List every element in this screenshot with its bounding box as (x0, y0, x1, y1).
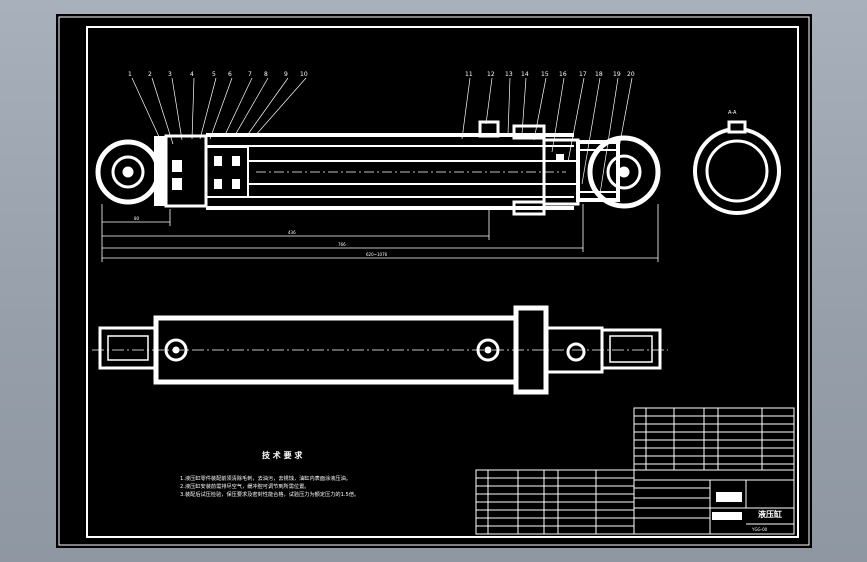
cad-viewport[interactable]: 1 2 3 4 5 6 7 8 9 10 11 12 13 14 15 16 1… (56, 14, 812, 548)
balloon-numbers: 1 2 3 4 5 6 7 8 9 10 11 12 13 14 15 16 1… (128, 71, 635, 78)
parts-list-lower (475, 469, 795, 535)
balloon-1: 1 (128, 71, 132, 78)
dimension-436: 436 (288, 230, 296, 235)
note-2: 2.液压缸安装前需排尽空气，缓冲腔可调节到所需位置。 (180, 482, 309, 490)
inner-frame (86, 26, 799, 538)
balloon-9: 9 (284, 71, 288, 78)
section-view (693, 120, 781, 215)
drawing-canvas: 1 2 3 4 5 6 7 8 9 10 11 12 13 14 15 16 1… (58, 16, 810, 546)
balloon-11: 11 (465, 71, 473, 78)
balloon-17: 17 (579, 71, 587, 78)
balloon-16: 16 (559, 71, 567, 78)
leader-lines (131, 77, 633, 195)
balloon-4: 4 (190, 71, 194, 78)
parts-list-upper (633, 407, 795, 471)
balloon-18: 18 (595, 71, 603, 78)
note-3: 3.装配后试压检验，保压要求及密封性能合格，试验压力为额定压力的1.5倍。 (180, 490, 359, 498)
dimension-766: 766 (338, 242, 346, 247)
drawing-name: 液压缸 (758, 509, 782, 519)
balloon-20: 20 (627, 71, 635, 78)
note-1: 1.液压缸零件装配前须清除毛刺，去油污，去锈蚀，油缸内表面涂液压油。 (180, 474, 351, 482)
dimension-stroke-range: 620~1076 (366, 252, 388, 257)
balloon-19: 19 (613, 71, 621, 78)
technical-notes: 技 术 要 求 1.液压缸零件装配前须清除毛刺，去油污，去锈蚀，油缸内表面涂液压… (180, 450, 359, 498)
dimension-80: 80 (134, 216, 140, 221)
dimension-texts: 80 436 766 620~1076 (134, 216, 388, 257)
balloon-5: 5 (212, 71, 216, 78)
balloon-8: 8 (264, 71, 268, 78)
title-block-texts: 液压缸 YGG-00 (751, 509, 782, 532)
rod-detail-view (92, 305, 668, 395)
balloon-14: 14 (521, 71, 529, 78)
balloon-2: 2 (148, 71, 152, 78)
balloon-15: 15 (541, 71, 549, 78)
balloon-13: 13 (505, 71, 513, 78)
balloon-7: 7 (248, 71, 252, 78)
outer-border (58, 16, 810, 546)
balloon-12: 12 (487, 71, 495, 78)
cylinder-front-view (95, 120, 661, 216)
balloon-10: 10 (300, 71, 308, 78)
notes-title: 技 术 要 求 (262, 450, 303, 460)
balloon-6: 6 (228, 71, 232, 78)
dimension-lines (101, 204, 659, 262)
balloon-3: 3 (168, 71, 172, 78)
drawing-number: YGG-00 (751, 527, 768, 532)
section-label: A-A (728, 110, 737, 116)
